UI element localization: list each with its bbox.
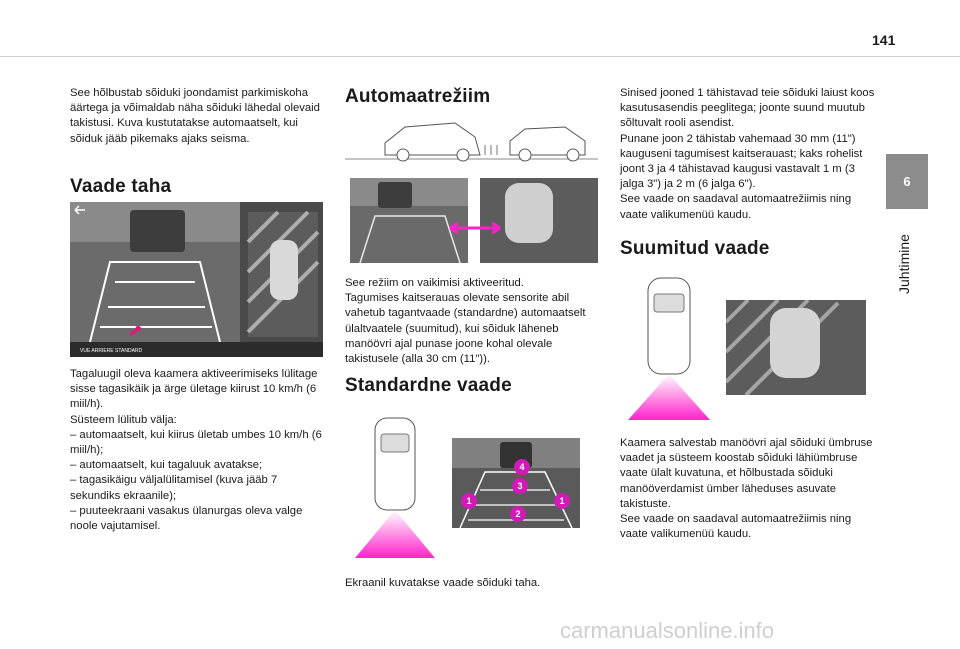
- view-mode-caption: VUE ARRIERE STANDARD: [80, 348, 143, 354]
- header-divider: [0, 56, 960, 57]
- watermark: carmanualsonline.info: [560, 618, 775, 643]
- auto-mode-screens: [350, 178, 600, 264]
- heading-vaade-taha: Vaade taha: [70, 176, 172, 197]
- marker-1-left: 1: [466, 496, 471, 506]
- marker-2: 2: [515, 509, 520, 519]
- zoomed-view-body: Kaamera salvestab manöövri ajal sõiduki …: [620, 437, 873, 541]
- standard-view-illustration: 4 3 1 2 1: [350, 410, 590, 560]
- standard-view-body: Ekraanil kuvatakse vaade sõiduki taha.: [345, 577, 541, 589]
- page-number: 141: [872, 32, 896, 48]
- heading-suumitud-vaade: Suumitud vaade: [620, 238, 770, 259]
- marker-4: 4: [519, 462, 524, 472]
- rear-view-body: Tagaluugil oleva kaamera aktiveerimiseks…: [70, 368, 322, 533]
- marker-3: 3: [517, 481, 522, 491]
- rear-view-screen-image: VUE ARRIERE STANDARD: [70, 202, 323, 357]
- line-legend-body: Sinised jooned 1 tähistavad teie sõiduki…: [620, 87, 875, 221]
- zoomed-view-illustration: [620, 272, 875, 422]
- heading-automaatreziim: Automaatrežiim: [345, 86, 491, 107]
- heading-standardne-vaade: Standardne vaade: [345, 375, 512, 396]
- cars-approach-illustration: [345, 115, 598, 163]
- chapter-label: Juhtimine: [896, 234, 912, 294]
- marker-1-right: 1: [559, 496, 564, 506]
- chapter-tab[interactable]: 6: [886, 154, 928, 209]
- back-arrow-icon: [74, 205, 85, 215]
- auto-mode-body: See režiim on vaikimisi aktiveeritud. Ta…: [345, 277, 586, 366]
- intro-paragraph: See hõlbustab sõiduki joondamist parkimi…: [70, 87, 320, 145]
